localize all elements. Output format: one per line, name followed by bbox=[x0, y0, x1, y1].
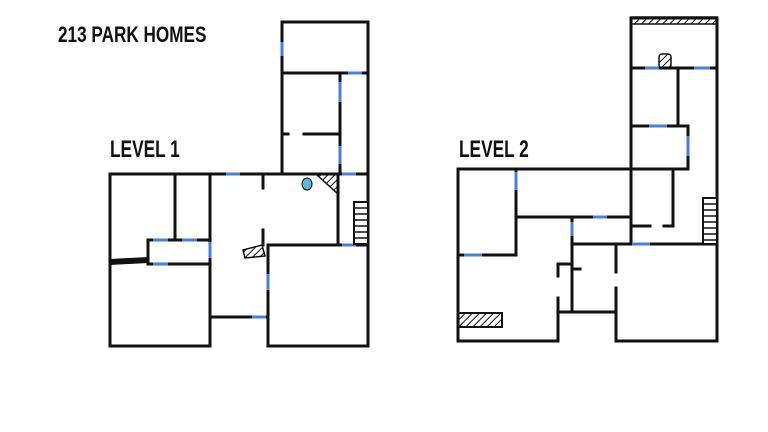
level-2-label: LEVEL 2 bbox=[459, 136, 529, 163]
toilet-icon bbox=[301, 177, 313, 191]
chimney-icon bbox=[658, 53, 672, 69]
hatched-wall-icon bbox=[630, 16, 718, 25]
page-title: 213 PARK HOMES bbox=[58, 22, 207, 47]
stair-landing-icon bbox=[242, 244, 266, 259]
level-1-plan bbox=[108, 20, 370, 348]
hatched-fixture-icon bbox=[457, 312, 503, 328]
staircase-icon bbox=[353, 201, 369, 245]
level-1-label: LEVEL 1 bbox=[110, 136, 180, 163]
hatched-fixture-icon bbox=[314, 173, 339, 196]
level-2-plan bbox=[456, 16, 719, 343]
staircase-icon bbox=[702, 197, 718, 245]
